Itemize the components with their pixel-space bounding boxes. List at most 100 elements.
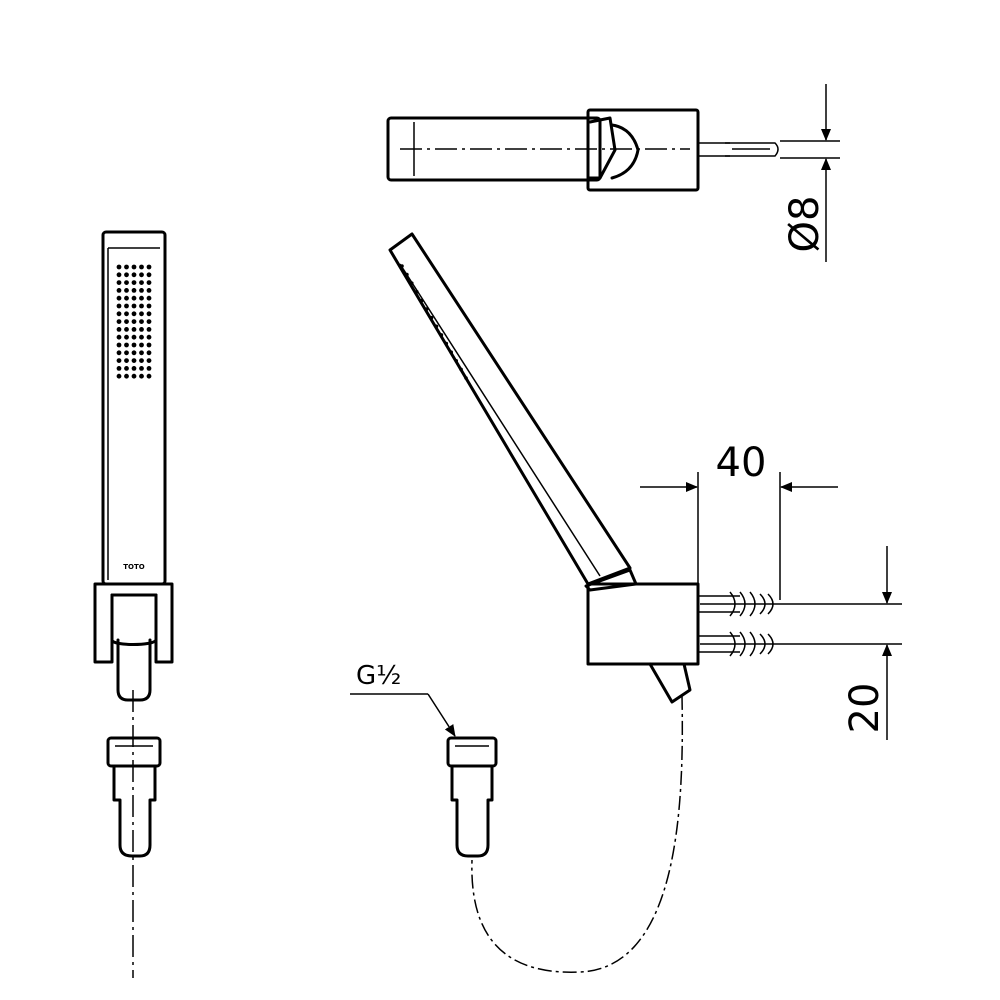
side-shower-body <box>388 232 632 586</box>
spray-nozzle <box>131 303 137 309</box>
spray-nozzle-grid <box>116 264 152 379</box>
spray-nozzle <box>139 280 144 285</box>
side-spray-nozzle <box>429 315 434 320</box>
spray-nozzle <box>116 342 122 348</box>
spacing-dimension: 20 <box>780 546 902 740</box>
side-spray-nozzle <box>434 324 439 329</box>
spray-nozzle <box>139 334 144 340</box>
spray-nozzle <box>124 327 129 332</box>
spray-nozzle <box>131 264 137 270</box>
spray-nozzle <box>116 288 122 293</box>
side-spray-nozzle <box>410 281 414 286</box>
spray-nozzle <box>139 264 144 270</box>
spray-nozzle <box>146 334 152 340</box>
side-view <box>388 232 780 973</box>
spray-nozzle <box>124 342 129 348</box>
spray-nozzle <box>146 288 152 293</box>
side-holder-cap <box>584 568 638 592</box>
spray-nozzle <box>131 327 137 332</box>
spray-nozzle <box>124 295 129 301</box>
side-spray-nozzle <box>459 367 463 372</box>
side-nozzles <box>400 264 468 380</box>
outlet-pipe <box>112 764 157 858</box>
thread-callout: G½ <box>350 661 456 737</box>
width-label: 40 <box>716 440 767 486</box>
spray-nozzle <box>116 295 122 301</box>
spray-nozzle <box>131 295 137 301</box>
spray-nozzle <box>146 264 152 270</box>
spray-nozzle <box>139 303 144 309</box>
spray-nozzle <box>146 272 152 278</box>
side-shower-inner-line <box>399 263 601 577</box>
spray-nozzle <box>131 319 137 324</box>
spray-nozzle <box>124 319 129 324</box>
front-view: TOTO <box>93 230 174 978</box>
spray-nozzle <box>139 295 144 301</box>
spray-nozzle <box>139 358 144 363</box>
spray-nozzle <box>116 350 122 356</box>
side-spray-nozzle <box>400 264 404 268</box>
spray-nozzle <box>124 288 129 293</box>
side-hose-connector <box>648 662 692 704</box>
thread-label: G½ <box>356 661 401 691</box>
side-spray-nozzle <box>464 376 468 380</box>
spray-nozzle <box>124 272 129 278</box>
spray-nozzle <box>139 366 144 371</box>
width-dimension: 40 <box>640 440 838 600</box>
spray-nozzle <box>124 303 129 309</box>
side-spray-nozzle <box>444 341 449 346</box>
top-view <box>386 108 779 192</box>
wall-plug <box>725 142 779 157</box>
outlet-nut <box>106 736 162 768</box>
top-view-holder <box>586 108 700 192</box>
spray-nozzle <box>131 366 137 371</box>
spray-nozzle <box>146 350 152 356</box>
spray-nozzle <box>146 342 152 348</box>
spray-nozzle <box>116 373 122 379</box>
hose-connector <box>116 638 152 702</box>
lower-wall-plug <box>698 631 780 657</box>
spray-nozzle <box>116 366 122 371</box>
side-outlet-pipe <box>450 764 494 858</box>
spray-nozzle <box>146 373 152 379</box>
spray-nozzle <box>131 272 137 278</box>
spray-nozzle <box>146 366 152 371</box>
spray-nozzle <box>116 303 122 309</box>
spray-nozzle <box>139 373 144 379</box>
top-view-pivot <box>610 123 640 180</box>
spray-nozzle <box>146 311 152 317</box>
spray-nozzle <box>116 264 122 270</box>
side-spray-nozzle <box>405 272 409 277</box>
spray-nozzle <box>116 334 122 340</box>
spray-nozzle <box>139 327 144 332</box>
spray-nozzle <box>139 350 144 356</box>
spray-nozzle <box>139 311 144 317</box>
spray-nozzle <box>146 358 152 363</box>
spray-nozzle <box>146 303 152 309</box>
wall-holder <box>93 582 174 664</box>
spray-nozzle <box>124 334 129 340</box>
spray-nozzle <box>116 272 122 278</box>
spray-nozzle <box>146 280 152 285</box>
side-spray-nozzle <box>419 298 424 303</box>
spray-nozzle <box>131 358 137 363</box>
spray-nozzle <box>131 280 137 285</box>
side-spray-nozzle <box>454 359 459 363</box>
side-spray-nozzle <box>439 333 444 337</box>
spray-nozzle <box>124 264 129 270</box>
side-spray-nozzle <box>449 350 454 355</box>
spray-nozzle <box>131 342 137 348</box>
upper-wall-plug <box>698 591 780 617</box>
spray-nozzle <box>131 373 137 379</box>
spray-nozzle <box>124 280 129 285</box>
spray-nozzle <box>139 272 144 278</box>
flexible-hose <box>471 695 684 973</box>
side-outlet-nut <box>446 736 498 768</box>
thread-leader-arrow <box>427 693 456 737</box>
spray-nozzle <box>146 327 152 332</box>
spray-nozzle <box>116 311 122 317</box>
spray-nozzle <box>116 358 122 363</box>
spray-nozzle <box>139 342 144 348</box>
spray-nozzle <box>146 319 152 324</box>
